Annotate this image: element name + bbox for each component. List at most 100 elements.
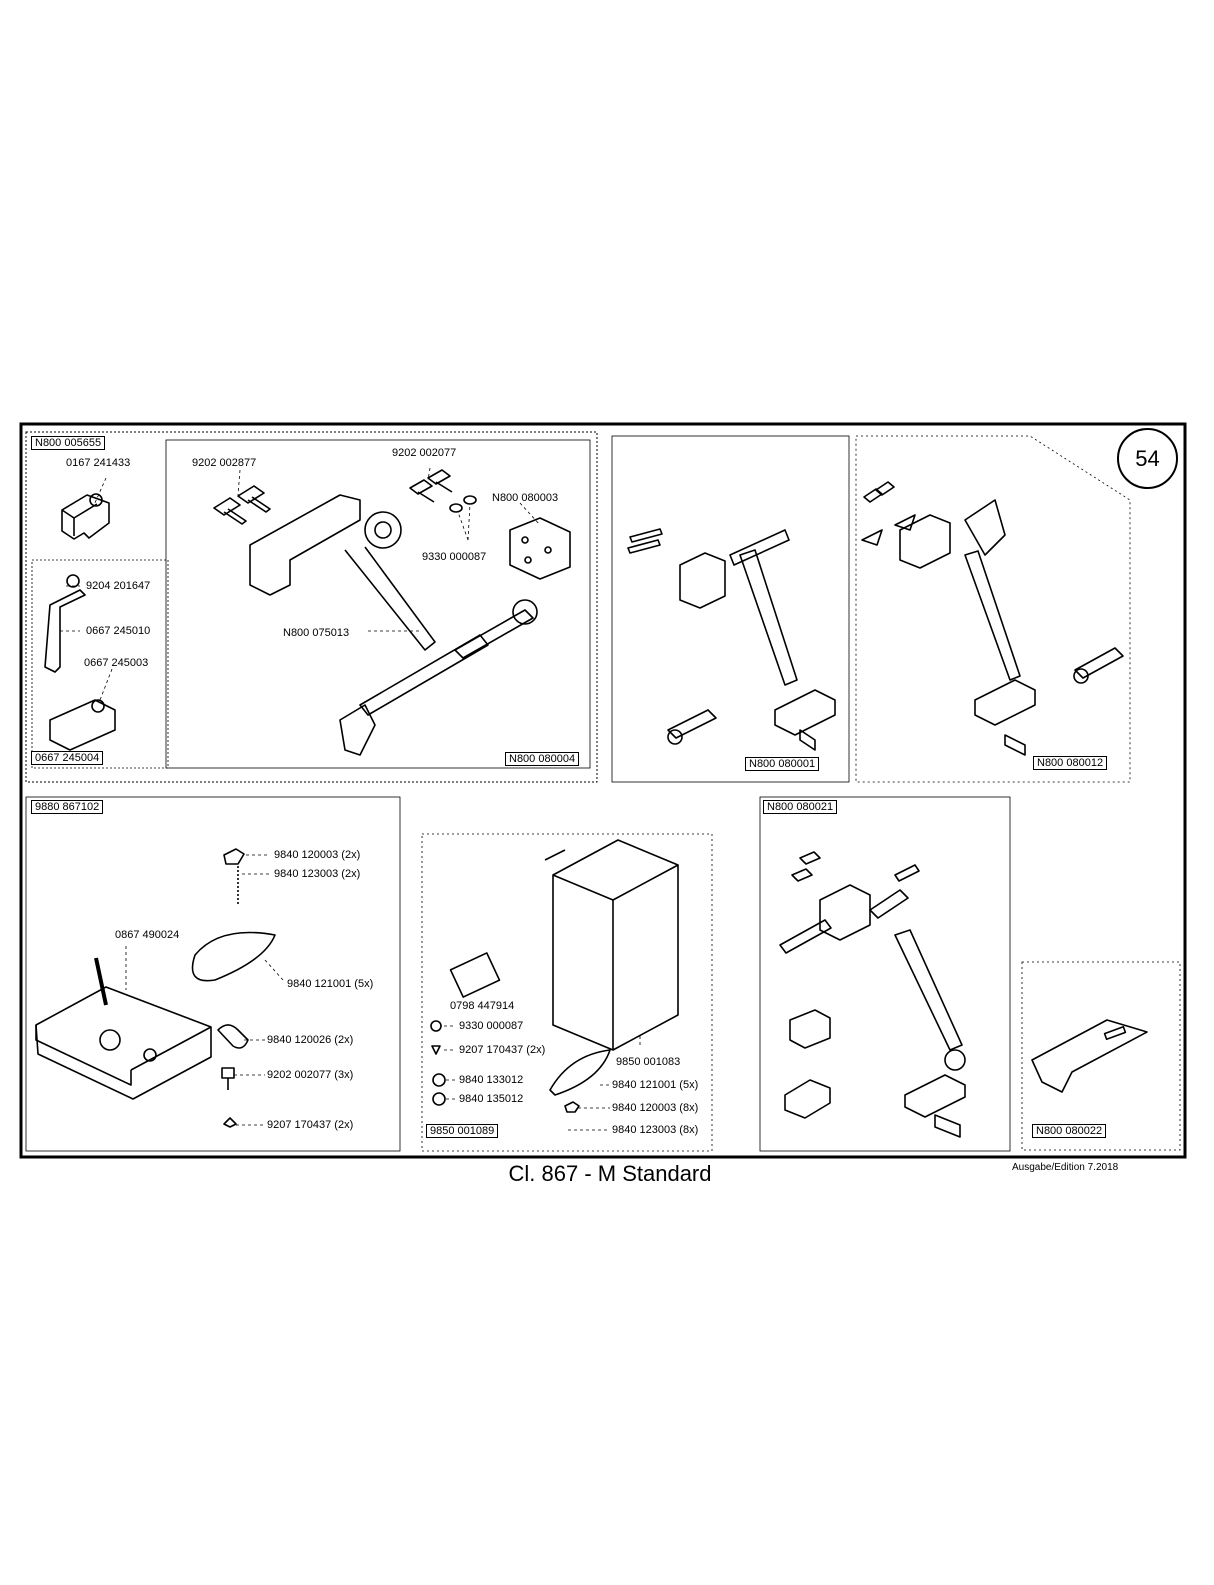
part-label: 9202 002077 (3x): [267, 1069, 354, 1081]
arm-icon: [739, 549, 798, 686]
panel1-frame: [25, 431, 598, 783]
block-part-icon: [61, 494, 110, 540]
screw-icon: [213, 497, 247, 525]
part-label: 9850 001083: [616, 1056, 681, 1068]
part-label: N800 075013: [283, 627, 350, 639]
screw-small-icon: [223, 1117, 237, 1128]
cable-tie-icon: [549, 1049, 611, 1096]
part-label: 9330 000087: [422, 551, 487, 563]
bracket-small-icon: [784, 1079, 831, 1119]
part-label: 9202 002877: [192, 457, 257, 469]
screw-icon: [627, 539, 661, 554]
part-label: 0867 490024: [115, 929, 180, 941]
label-plate-icon: [449, 952, 501, 998]
tab-icon: [799, 729, 816, 751]
panel4-frame: [25, 796, 401, 1152]
washer-icon: [449, 503, 463, 513]
screw-small-icon: [431, 1045, 441, 1055]
rod-icon: [729, 529, 790, 566]
block-icon: [679, 552, 726, 609]
screw-icon: [799, 851, 821, 865]
part-label: 9207 170437 (2x): [267, 1119, 354, 1131]
block-icon: [899, 514, 951, 569]
part-label: 0167 241433: [66, 457, 131, 469]
arm-icon: [869, 889, 909, 919]
tray-icon: [35, 986, 212, 1100]
wing-nut-icon: [861, 514, 916, 546]
slot-part-icon: [1074, 647, 1124, 679]
part-box-n800-080012: N800 080012: [1033, 756, 1108, 770]
hole-icon: [524, 556, 532, 564]
screw-icon: [66, 574, 80, 588]
part-box-n800-080001: N800 080001: [745, 757, 820, 771]
hole-icon: [544, 546, 552, 554]
panel1-inner-frame: [165, 439, 591, 769]
part-label: 9840 123003 (2x): [274, 868, 361, 880]
part-label: 9204 201647: [86, 580, 151, 592]
washer-icon: [463, 495, 477, 505]
clip-icon: [223, 848, 245, 865]
page-number: 54: [1117, 428, 1178, 489]
part-box-n800-080004: N800 080004: [505, 752, 580, 766]
part-label: 9840 121001 (5x): [287, 978, 374, 990]
spring-icon: [894, 864, 920, 882]
slot-part-icon: [667, 709, 717, 739]
panel5-frame: [421, 833, 713, 1152]
part-label: 9840 120003 (2x): [274, 849, 361, 861]
part-label: 0667 245010: [86, 625, 151, 637]
part-label: 9840 120026 (2x): [267, 1034, 354, 1046]
screw-icon: [791, 868, 813, 882]
cable-clamp-icon: [217, 1024, 249, 1049]
panel3-frame: [855, 435, 1131, 783]
panel1-sub-frame: [31, 559, 169, 769]
edition-label: Ausgabe/Edition 7.2018: [1012, 1162, 1119, 1173]
roller-icon: [364, 511, 402, 549]
part-label: 9840 135012: [459, 1093, 524, 1105]
screw-head-icon: [89, 493, 103, 507]
handle-icon: [94, 957, 108, 1006]
part-box-0667-245004: 0667 245004: [31, 751, 104, 765]
foot-icon: [974, 679, 1036, 726]
screw-head-icon: [91, 699, 105, 713]
part-box-9880-867102: 9880 867102: [31, 800, 104, 814]
screw-icon: [875, 481, 895, 496]
outer-frame: [19, 422, 1187, 1159]
shaft-icon: [454, 609, 534, 659]
part-label: 9330 000087: [459, 1020, 524, 1032]
part-label: 9207 170437 (2x): [459, 1044, 546, 1056]
part-label: 9840 120003 (8x): [612, 1102, 699, 1114]
nut-icon: [432, 1092, 446, 1106]
tab-icon: [934, 1114, 961, 1138]
screw-icon: [863, 488, 883, 503]
screw-icon: [409, 479, 435, 503]
part-box-n800-080022: N800 080022: [1032, 1124, 1107, 1138]
foot-icon: [904, 1074, 966, 1118]
part-label: N800 080003: [492, 492, 559, 504]
foot-icon: [774, 689, 836, 736]
foot-icon: [339, 704, 376, 756]
bracket-icon: [249, 494, 361, 596]
hole-icon: [521, 536, 529, 544]
spring-bracket-icon: [44, 589, 86, 673]
part-label: 9202 002077: [392, 447, 457, 459]
arm-icon: [894, 929, 963, 1051]
part-label: 9840 121001 (5x): [612, 1079, 699, 1091]
arm-icon: [964, 550, 1021, 681]
screw-icon: [629, 528, 663, 543]
page-title: Cl. 867 - M Standard: [508, 1161, 712, 1186]
part-box-9850-001089: 9850 001089: [426, 1124, 499, 1138]
part-label: 0667 245003: [84, 657, 149, 669]
part-box-n800-080021: N800 080021: [763, 800, 838, 814]
screw-icon: [427, 469, 453, 493]
washer-icon: [430, 1020, 442, 1032]
panel6-frame: [759, 796, 1011, 1152]
bracket-icon: [819, 884, 871, 941]
plate-icon: [509, 517, 571, 580]
cable-tie-icon: [191, 931, 276, 982]
part-label: 9840 133012: [459, 1074, 524, 1086]
screw-icon: [237, 485, 271, 513]
shaft-icon: [359, 634, 489, 716]
control-box-icon: [552, 839, 679, 1051]
lead-icon: [544, 849, 566, 861]
